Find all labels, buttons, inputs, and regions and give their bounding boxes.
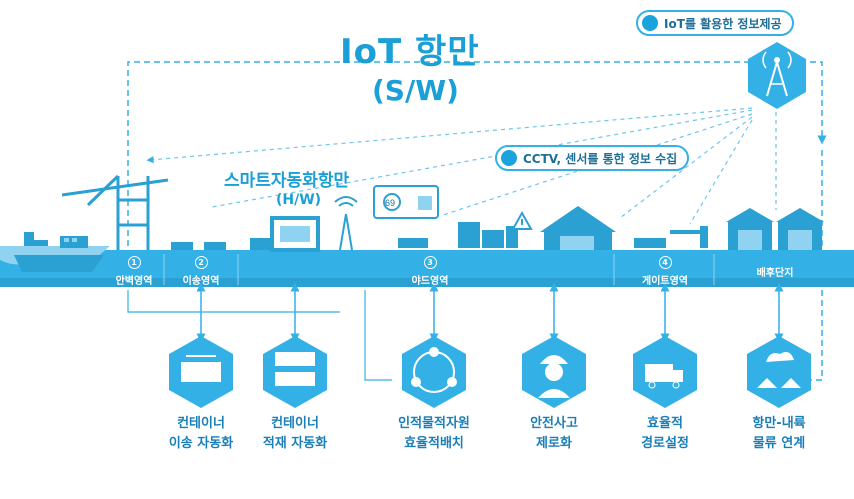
warning-icon: [511, 210, 533, 230]
feature-hex-inland-logistics: [747, 336, 811, 408]
caption-line: 물류 연계: [752, 436, 806, 451]
zone-number: 4: [658, 256, 672, 269]
zone-hinterland: 배후단지: [730, 264, 820, 292]
zone-gate: 4 게이트영역: [620, 256, 710, 287]
iot-info-label: IoT를 활용한 정보제공: [664, 16, 782, 31]
zone-number: 2: [194, 256, 208, 269]
zone-number: 3: [423, 256, 437, 269]
smart-port-title: 스마트자동화항만: [224, 171, 350, 191]
zone-label: 이송영역: [182, 276, 220, 287]
caption-line: 경로설정: [641, 436, 689, 451]
zone-yard: 3 야드영역: [380, 256, 480, 287]
zone-label: 야드영역: [411, 276, 449, 287]
ship-icon: [0, 232, 110, 272]
caption-line: 효율적: [647, 416, 683, 431]
signal-rays: [146, 104, 777, 225]
cctv-camera-icon: [501, 150, 517, 166]
caption-line: 안전사고: [530, 416, 578, 431]
gate-icon: [634, 226, 708, 248]
iot-port-title: IoT 항만: [340, 32, 480, 72]
iot-info-callout: IoT를 활용한 정보제공: [636, 10, 794, 36]
caption-line: 이송 자동화: [168, 436, 234, 451]
caption-line: 항만-내륙: [752, 416, 806, 431]
automated-gantry-icon: [270, 216, 320, 252]
port-band: [0, 250, 854, 287]
monitor-value: 69: [385, 198, 395, 208]
zone-label: 게이트영역: [642, 276, 688, 287]
crane-icon: [61, 174, 169, 250]
zone-transfer: 2 이송영역: [166, 256, 236, 287]
feature-caption: 안전사고 제로화: [494, 414, 614, 454]
logistics-sheds-icon: [726, 208, 824, 250]
iot-tower-icon: [748, 42, 806, 109]
iot-loop-arrows: [123, 61, 827, 381]
zone-label: 안벽영역: [115, 276, 153, 287]
monitor-icon: 69: [373, 185, 439, 219]
warehouse-icon: [540, 206, 616, 250]
transfer-vehicles: [171, 238, 274, 250]
caption-line: 컨테이너: [177, 416, 225, 431]
smart-port-subtitle: (H/W): [276, 192, 322, 208]
feature-hex-truck-route: [633, 336, 697, 408]
feature-caption: 효율적 경로설정: [605, 414, 725, 454]
caption-line: 인적물적자원: [398, 416, 470, 431]
feature-caption: 인적물적자원 효율적배치: [374, 414, 494, 454]
cctv-label: CCTV, 센서를 통한 정보 수집: [523, 151, 678, 166]
cctv-callout: CCTV, 센서를 통한 정보 수집: [495, 145, 690, 171]
caption-line: 컨테이너: [271, 416, 319, 431]
caption-line: 적재 자동화: [262, 436, 328, 451]
feature-caption: 컨테이너 이송 자동화: [141, 414, 261, 454]
caption-line: 효율적배치: [404, 436, 464, 451]
zone-number: 1: [127, 256, 141, 269]
feature-hex-container-transfer: [169, 336, 233, 408]
caption-line: 제로화: [536, 436, 572, 451]
antenna-icon: [334, 196, 358, 251]
zone-label: 배후단지: [756, 268, 794, 279]
feature-caption: 항만-내륙 물류 연계: [719, 414, 839, 454]
antenna-badge-icon: [642, 15, 658, 31]
feedback-loop-arrows: [127, 290, 392, 381]
yard-containers: [398, 222, 518, 248]
iot-port-subtitle: (S/W): [372, 74, 459, 107]
feature-connectors: [196, 282, 784, 343]
zone-berth: 1 안벽영역: [104, 256, 164, 287]
feature-hex-resource-network: [402, 336, 466, 408]
feature-caption: 컨테이너 적재 자동화: [235, 414, 355, 454]
feature-hex-safety-worker: [522, 336, 586, 408]
feature-hex-container-stacking: [263, 336, 327, 408]
